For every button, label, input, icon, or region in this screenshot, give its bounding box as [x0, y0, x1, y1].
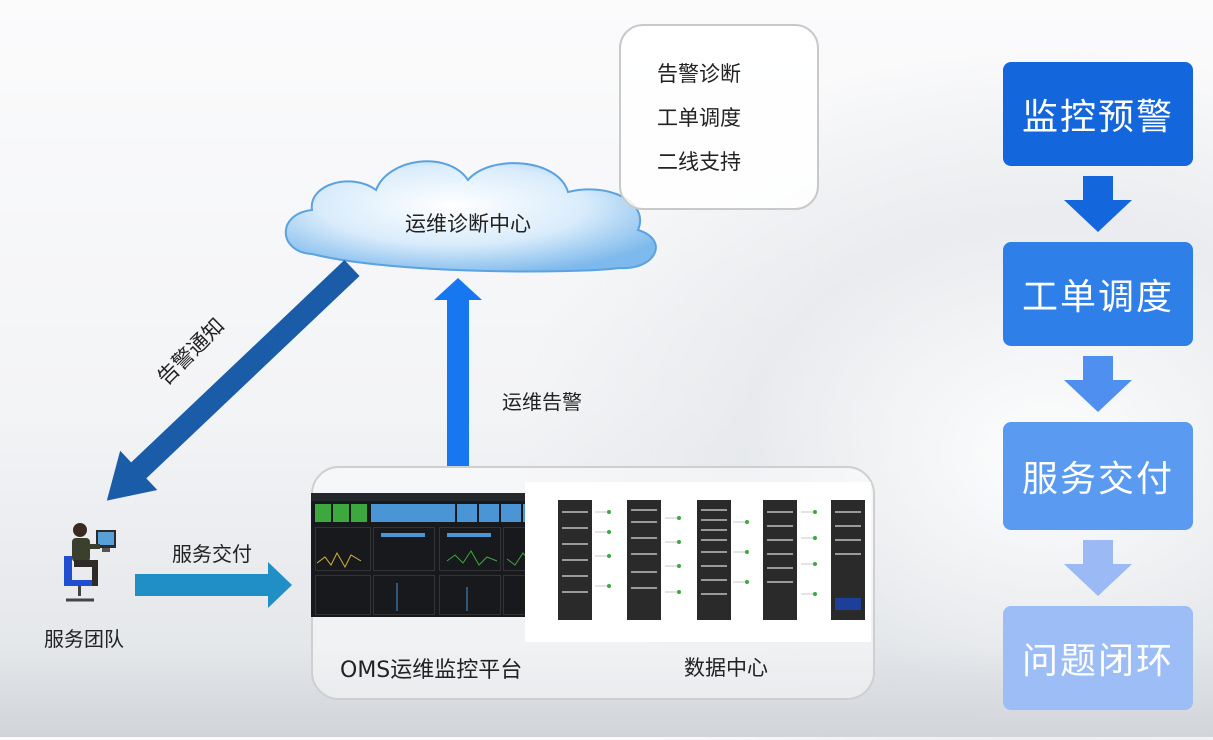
platform-label: OMS运维监控平台	[340, 658, 523, 683]
datacenter-label: 数据中心	[684, 656, 768, 680]
datacenter-racks-thumbnail	[525, 482, 871, 642]
info-box: 告警诊断 工单调度 二线支持	[619, 24, 819, 210]
down-arrow-icon	[1064, 356, 1132, 412]
info-item: 工单调度	[657, 106, 741, 130]
service-delivery-label: 服务交付	[172, 542, 252, 566]
info-item: 二线支持	[657, 150, 741, 174]
down-arrow-icon	[1064, 540, 1132, 596]
flow-step: 工单调度	[1003, 242, 1193, 346]
monitoring-dashboard-thumbnail	[311, 493, 559, 617]
cloud-shape	[284, 160, 657, 273]
cloud-label: 运维诊断中心	[405, 212, 531, 236]
alert-notice-arrow	[106, 260, 360, 501]
ops-alert-arrow	[434, 278, 482, 468]
service-delivery-arrow	[135, 562, 292, 608]
info-item: 告警诊断	[657, 62, 741, 86]
team-label: 服务团队	[44, 627, 124, 651]
ops-alert-label: 运维告警	[502, 390, 582, 414]
person-at-computer-icon	[64, 523, 116, 602]
down-arrow-icon	[1064, 176, 1132, 232]
flow-step: 问题闭环	[1003, 606, 1193, 710]
flow-step: 服务交付	[1003, 422, 1193, 530]
flow-step: 监控预警	[1003, 62, 1193, 166]
